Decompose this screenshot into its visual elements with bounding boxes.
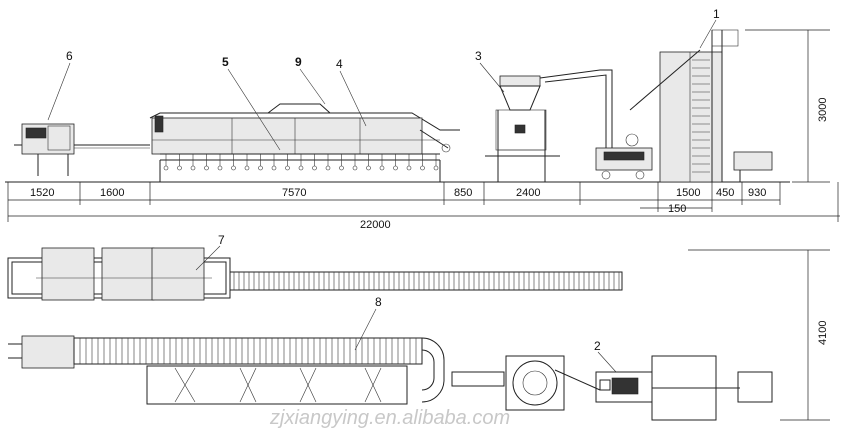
dim-total: 22000 [360, 219, 391, 231]
dim-plan-width: 4100 [817, 321, 829, 345]
dim-150: 150 [668, 203, 686, 215]
watermark: zjxiangying.en.alibaba.com [269, 407, 510, 429]
dim-height: 3000 [817, 98, 829, 122]
dim-1500: 1500 [676, 187, 700, 199]
label-3: 3 [475, 49, 482, 63]
label-2: 2 [594, 339, 601, 353]
extruder-2 [595, 371, 653, 403]
label-8: 8 [375, 295, 382, 309]
label-9: 9 [295, 55, 302, 69]
label-5: 5 [222, 55, 229, 69]
elevation-view [5, 29, 840, 222]
extruder-elevation [595, 133, 653, 180]
label-7: 7 [218, 233, 225, 247]
mixer-3 [485, 69, 613, 182]
plan-view [7, 247, 830, 421]
elevator-plan [651, 355, 773, 421]
dim-930: 930 [748, 187, 766, 199]
elevator-1 [629, 29, 773, 183]
tray-unit-7 [7, 247, 623, 301]
dim-7570: 7570 [282, 187, 306, 199]
label-6: 6 [66, 49, 73, 63]
packing-machine-6 [14, 123, 150, 176]
round-feeder [505, 355, 601, 411]
dim-450: 450 [716, 187, 734, 199]
label-1: 1 [713, 7, 720, 21]
conveyor-8 [8, 335, 505, 405]
dim-1600: 1600 [100, 187, 124, 199]
fryer-tunnel-4 [149, 103, 460, 182]
dim-850: 850 [454, 187, 472, 199]
dim-2400: 2400 [516, 187, 540, 199]
dimension-chain [7, 182, 840, 222]
dim-1520: 1520 [30, 187, 54, 199]
label-4: 4 [336, 57, 343, 71]
